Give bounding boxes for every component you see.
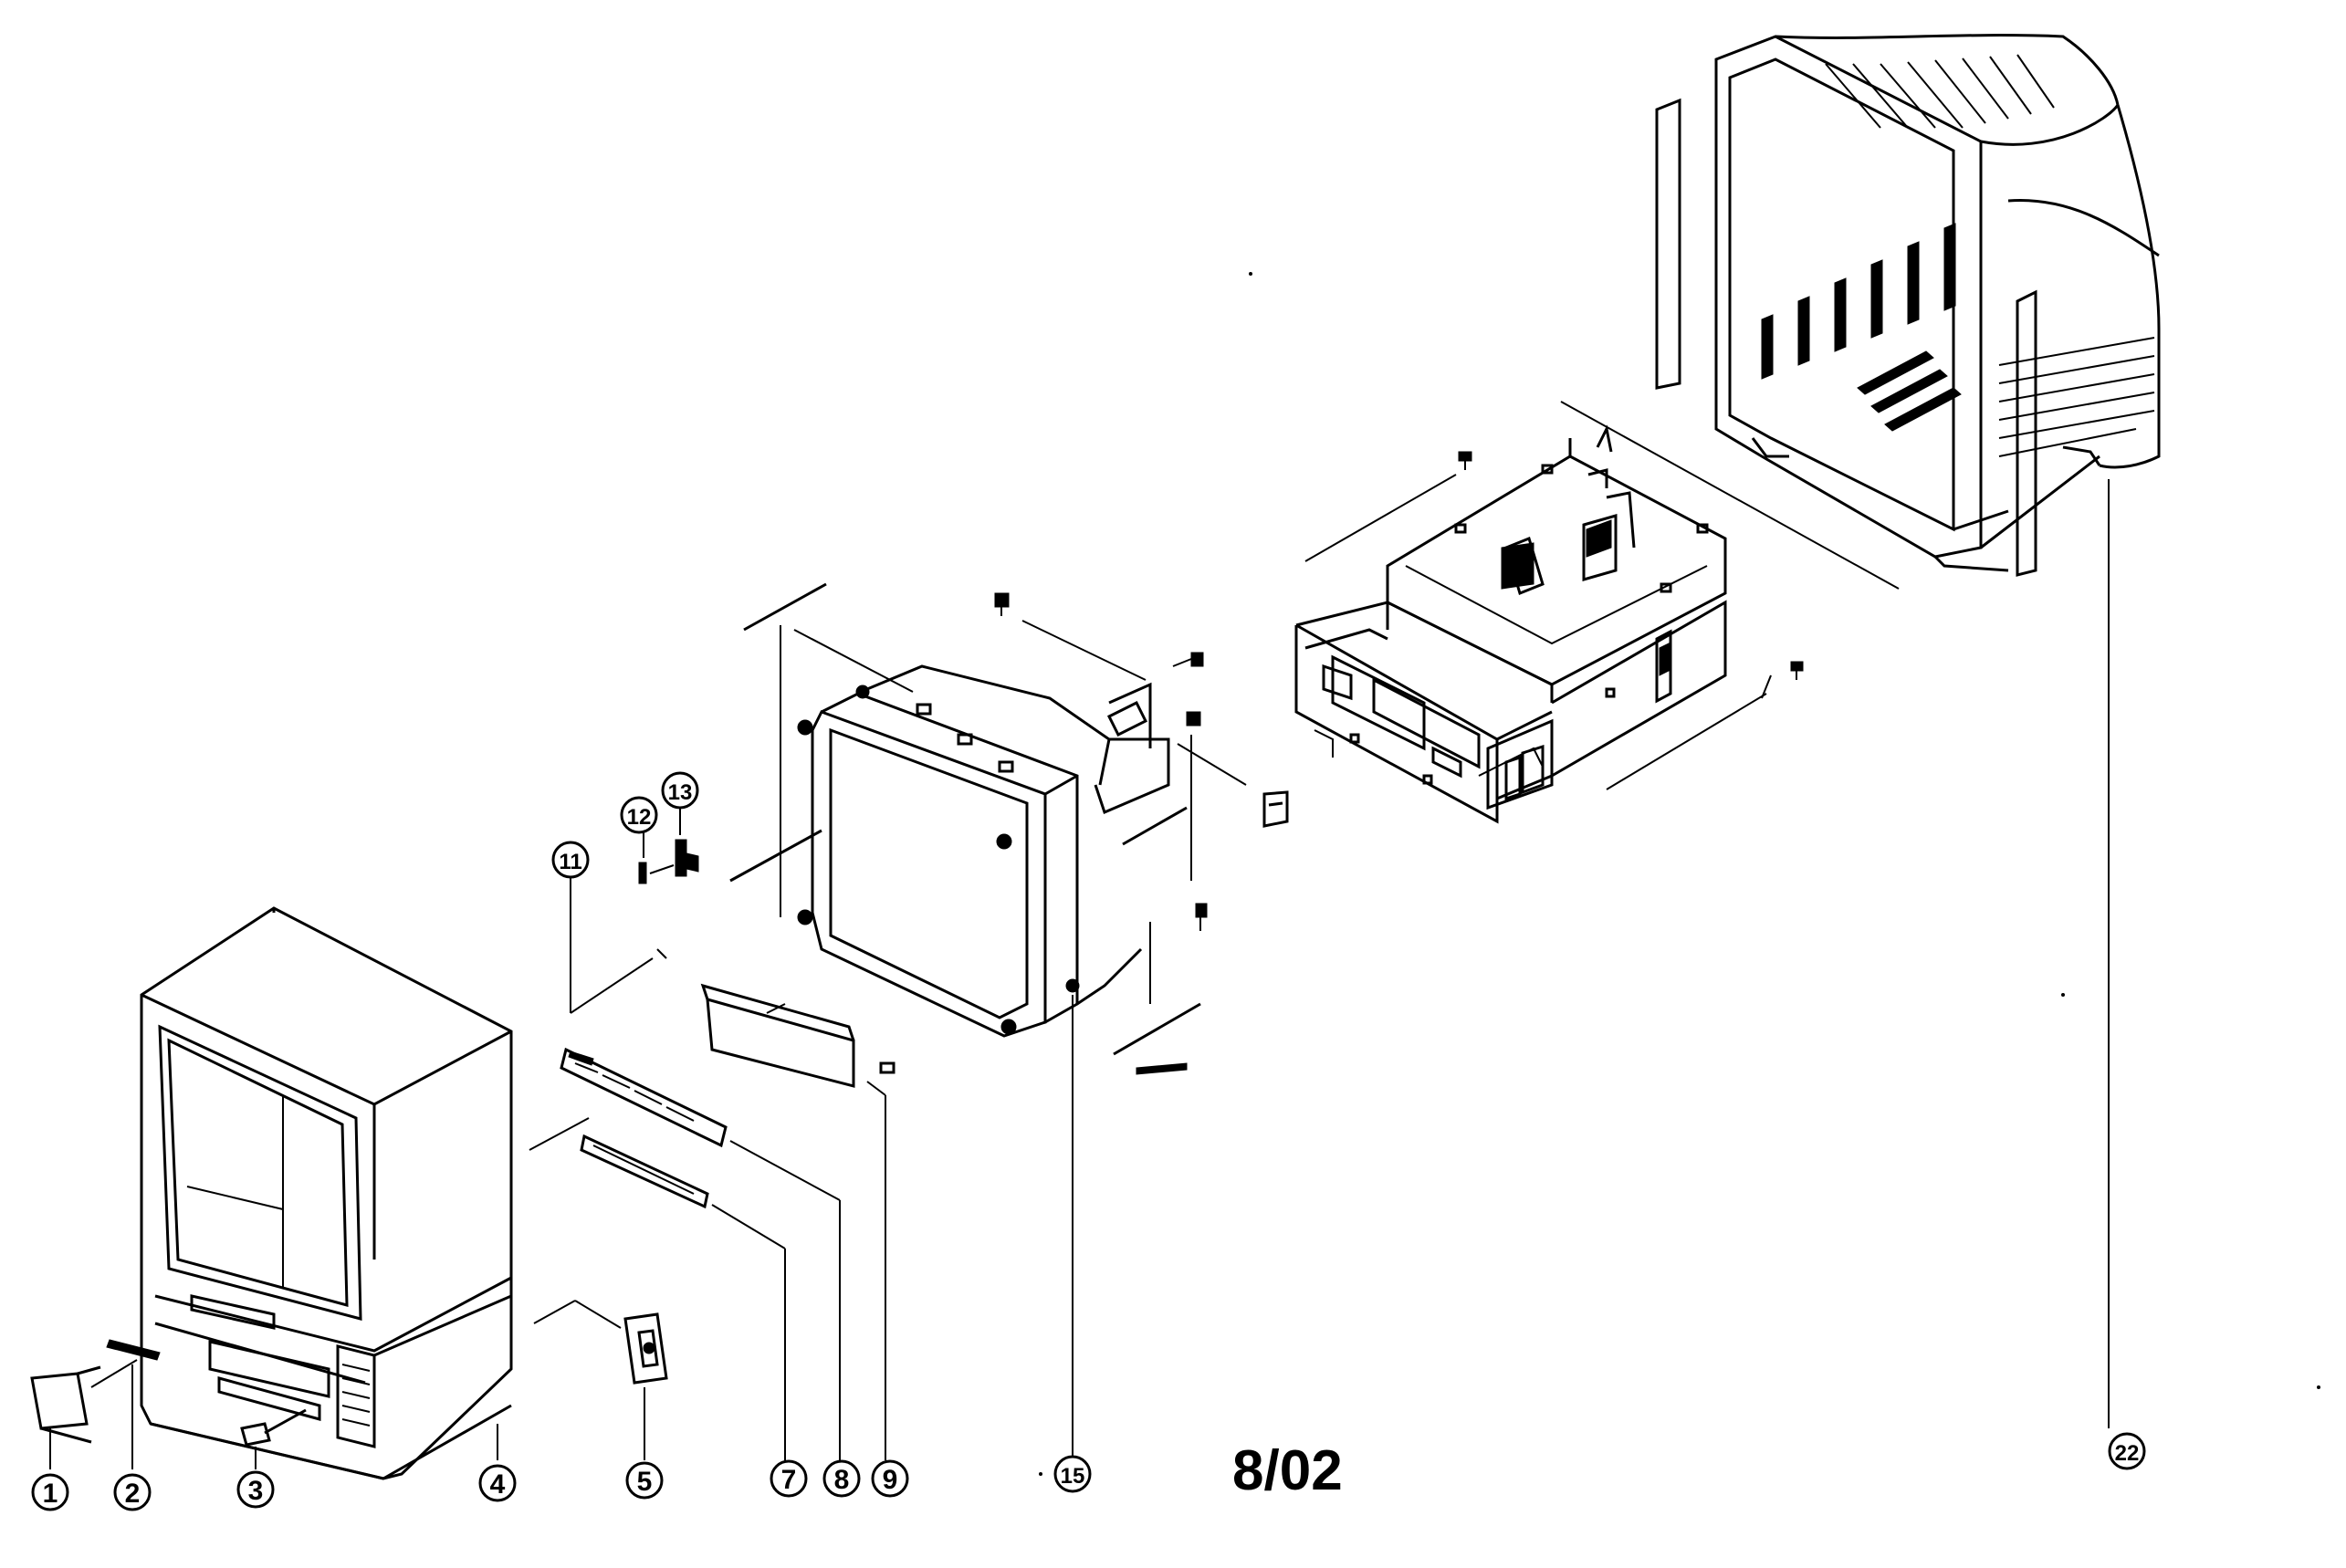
main-chassis-vcr xyxy=(1294,401,1900,824)
callout-15: 15 xyxy=(1053,1455,1092,1493)
callout-12: 12 xyxy=(620,796,658,834)
svg-text:3: 3 xyxy=(248,1476,264,1506)
svg-text:11: 11 xyxy=(559,850,581,874)
part-9-bracket xyxy=(570,872,895,1460)
svg-text:9: 9 xyxy=(883,1465,898,1495)
svg-text:12: 12 xyxy=(627,805,652,830)
part-2-strip xyxy=(90,1339,161,1469)
callout-7: 7 xyxy=(770,1459,808,1498)
callout-1: 1 xyxy=(31,1473,69,1511)
callout-22: 22 xyxy=(2108,1432,2146,1470)
date-code: 8/02 xyxy=(1232,1439,1343,1502)
svg-text:5: 5 xyxy=(637,1467,653,1497)
part-1-door xyxy=(30,1365,101,1469)
callout-13: 13 xyxy=(661,771,699,810)
callout-4: 4 xyxy=(478,1464,517,1502)
part-5-switch xyxy=(533,1300,668,1460)
part-7-button-strip xyxy=(580,1134,786,1460)
svg-text:7: 7 xyxy=(781,1465,797,1495)
svg-text:8: 8 xyxy=(834,1465,850,1495)
svg-text:13: 13 xyxy=(668,780,693,805)
svg-text:22: 22 xyxy=(2115,1441,2140,1466)
callout-11: 11 xyxy=(551,841,590,879)
svg-text:15: 15 xyxy=(1061,1464,1085,1489)
callout-9: 9 xyxy=(871,1459,909,1498)
callout-3: 3 xyxy=(236,1470,275,1509)
svg-text:2: 2 xyxy=(125,1479,141,1509)
part-22-back-cover xyxy=(1655,34,2161,1428)
part-8-button-strip xyxy=(529,1047,841,1460)
svg-text:4: 4 xyxy=(490,1469,506,1500)
crt-picture-tube xyxy=(797,664,1170,1460)
front-cabinet xyxy=(140,906,513,1480)
callout-2: 2 xyxy=(113,1473,152,1511)
svg-text:1: 1 xyxy=(43,1479,58,1509)
part-12-clip xyxy=(638,831,647,884)
part-3-knob xyxy=(240,1408,307,1469)
callout-5: 5 xyxy=(625,1461,664,1500)
crt-mounting-hardware xyxy=(729,582,1289,1075)
callout-8: 8 xyxy=(822,1459,861,1498)
